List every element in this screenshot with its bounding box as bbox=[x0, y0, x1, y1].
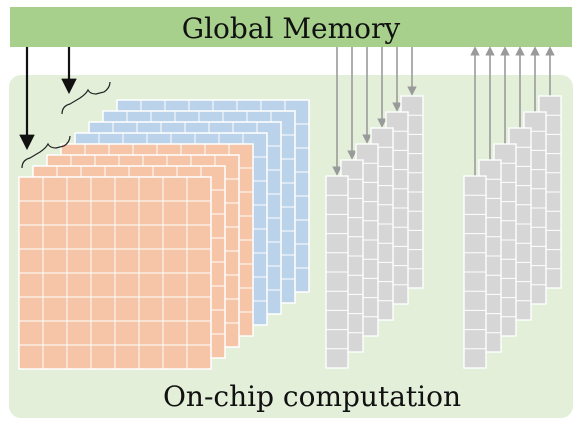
blue-stack-brace bbox=[61, 81, 111, 115]
global-memory-label: Global Memory bbox=[182, 12, 401, 45]
orange-tile-1 bbox=[18, 176, 212, 370]
tile-stacks bbox=[18, 99, 310, 370]
load-column-stack bbox=[325, 47, 424, 369]
store-column-stack bbox=[463, 46, 562, 369]
global-memory-bar bbox=[10, 7, 572, 47]
orange-stack-brace bbox=[21, 135, 71, 169]
store-column-1 bbox=[463, 175, 487, 369]
load-column-1 bbox=[325, 175, 349, 369]
onchip-label: On-chip computation bbox=[163, 380, 461, 413]
